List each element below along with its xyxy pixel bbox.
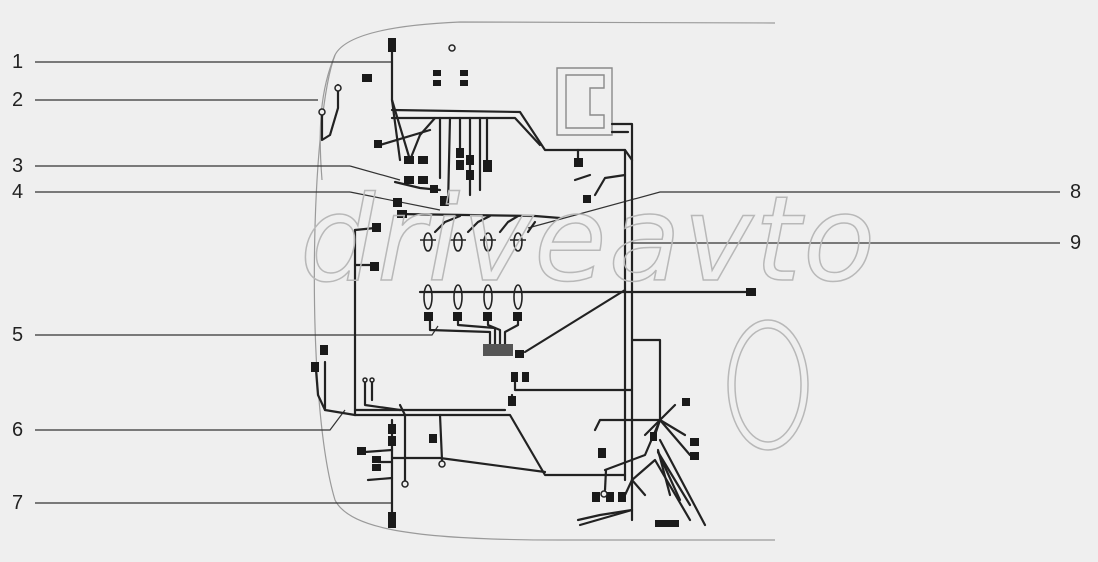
callout-6: 6 [12,419,24,441]
injectors [420,232,526,310]
connectors [311,38,756,528]
harness-wires [314,43,757,527]
callout-1: 1 [12,51,24,73]
callout-5: 5 [12,324,24,346]
callout-2: 2 [12,89,24,111]
callout-7: 7 [12,492,24,514]
callout-9: 9 [1070,232,1082,254]
sensors [318,44,608,498]
battery-bracket [556,67,613,136]
callout-leaders [35,61,1060,504]
callout-4: 4 [12,181,24,203]
watermark-wheel [727,319,809,451]
callout-8: 8 [1070,181,1082,203]
callout-3: 3 [12,155,24,177]
